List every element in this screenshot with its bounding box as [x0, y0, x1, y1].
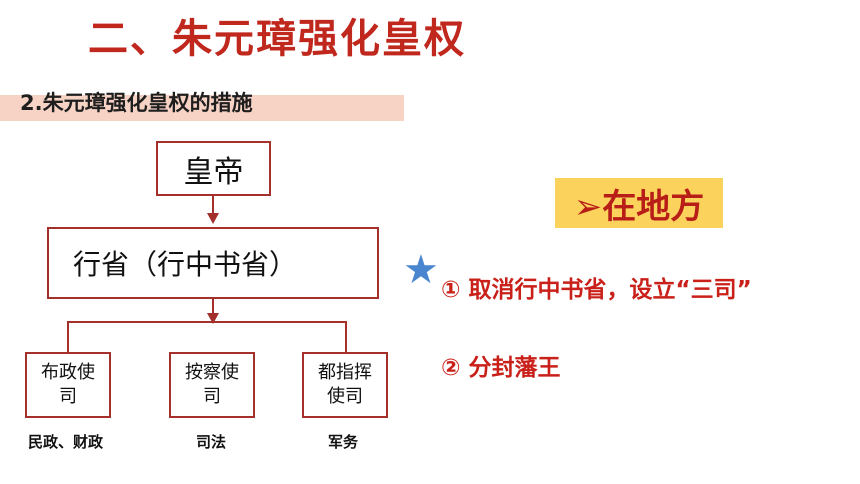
sub-office-box-3: 都指挥使司	[302, 352, 388, 418]
emperor-box: 皇帝	[156, 141, 271, 196]
star-icon: ★	[403, 247, 439, 293]
sub-office-name: 都指挥使司	[318, 362, 372, 407]
local-tag: ➢在地方	[555, 178, 723, 228]
arrow-down-icon	[207, 213, 219, 224]
branch-line	[67, 321, 347, 323]
section-subtitle: 2.朱元璋强化皇权的措施	[20, 91, 253, 115]
connector-province-branch	[212, 299, 214, 321]
measure-point-1: ① 取消行中书省，设立“三司”	[441, 277, 752, 303]
branch-drop-1	[67, 321, 69, 352]
sub-office-name: 布政使司	[41, 362, 95, 407]
sub-office-duty: 民政、财政	[28, 433, 104, 451]
page-title: 二、朱元璋强化皇权	[88, 16, 466, 62]
measure-point-2: ② 分封藩王	[441, 355, 561, 381]
subtitle-highlight-band	[0, 95, 404, 121]
sub-office-box-1: 布政使司	[25, 352, 111, 418]
sub-office-duty: 司法	[196, 433, 227, 451]
province-box: 行省（行中书省）	[47, 227, 379, 299]
province-label: 行省（行中书省）	[73, 248, 298, 281]
connector-emperor-province	[212, 196, 214, 219]
sub-office-box-2: 按察使司	[169, 352, 255, 418]
sub-office-duty: 军务	[328, 433, 359, 451]
branch-drop-3	[345, 321, 347, 352]
arrow-down-icon	[207, 313, 219, 324]
emperor-label: 皇帝	[183, 154, 244, 190]
sub-office-name: 按察使司	[185, 362, 239, 407]
